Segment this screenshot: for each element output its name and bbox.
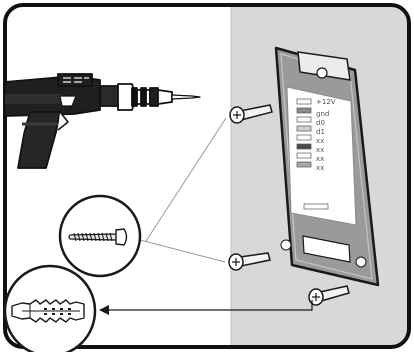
screw-zoom-circle	[58, 194, 142, 278]
plug-arrow	[99, 300, 313, 315]
label-sticker: +12V gnd d0 d1 xx xx xx xx	[286, 86, 357, 226]
label-row-6: xx	[316, 155, 324, 163]
mounting-plate: +12V gnd d0 d1 xx xx xx xx	[274, 46, 380, 287]
label-row-1: gnd	[316, 110, 329, 118]
label-row-7: xx	[316, 164, 324, 172]
label-row-3: d1	[316, 128, 325, 136]
screw-icon	[68, 228, 128, 246]
label-row-0: +12V	[316, 98, 336, 106]
outer-border	[3, 3, 411, 349]
drill-icon	[4, 73, 201, 169]
screw-middle	[228, 252, 271, 271]
plug-zoom-circle	[3, 264, 97, 352]
plate-bottom-slot	[280, 235, 367, 268]
label-row-2: d0	[316, 119, 325, 127]
label-swatches	[296, 98, 312, 168]
wall-plug-icon	[11, 299, 85, 323]
plate-top-tab	[297, 51, 351, 81]
screw-top	[229, 104, 273, 124]
label-row-4: xx	[316, 137, 324, 145]
label-row-5: xx	[316, 146, 324, 154]
label-barcode-box	[303, 203, 329, 210]
callout-lines	[139, 117, 227, 263]
